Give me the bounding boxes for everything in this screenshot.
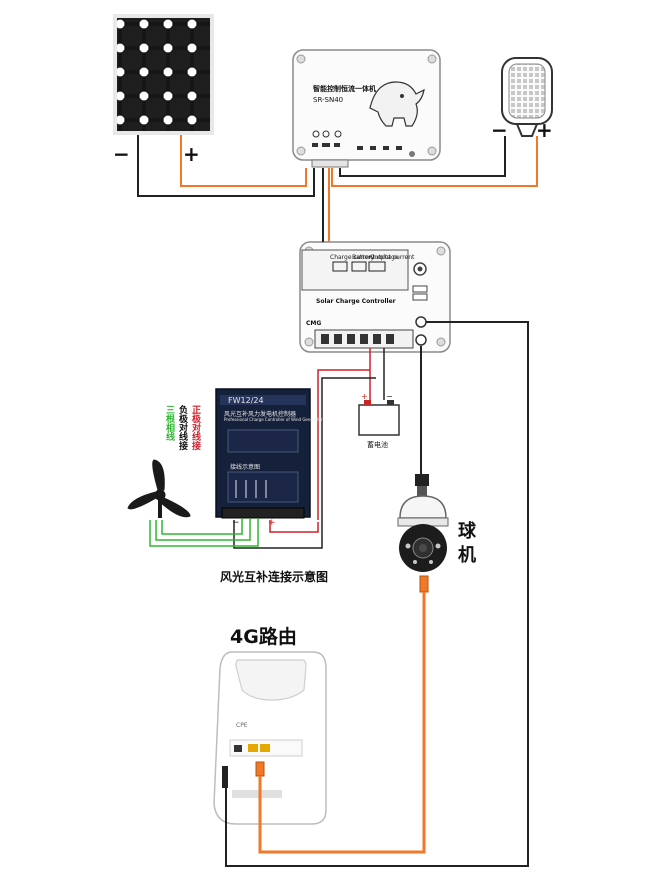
controller-mid-brand: CMG	[306, 320, 322, 327]
wind-english: Professional Charge Controller of Wind G…	[224, 417, 323, 422]
solar-charge-controller	[299, 241, 451, 353]
display-label-battery: Battery voltage	[352, 254, 399, 261]
wind-neg: −	[232, 518, 240, 528]
wind-model: FW12/24	[228, 396, 264, 405]
solar-panel	[113, 14, 214, 148]
lamp-pos-label: +	[536, 118, 553, 142]
wind-subtitle: 风光互补风力发电机控制器	[224, 411, 297, 418]
wire-label-phase: 三根相线	[164, 405, 174, 441]
battery-label: 蓄电池	[367, 441, 388, 449]
display-label-charge: Charge current	[330, 254, 376, 261]
lamp-neg-label: −	[491, 118, 508, 142]
diagram-caption: 风光互补连接示意图	[220, 570, 329, 584]
display-label-output: Output current	[370, 254, 415, 261]
ptz-camera	[397, 474, 449, 593]
wires	[137, 136, 538, 867]
battery-neg: −	[386, 392, 393, 401]
wire-label-negative: 负极对线接	[177, 405, 187, 450]
wind-section: 接线示意图	[230, 464, 261, 471]
router-title: 4G路由	[230, 626, 297, 648]
integrated-controller	[292, 49, 441, 168]
controller-top-model: SR-SN40	[313, 96, 344, 104]
wind-pos: +	[268, 518, 276, 528]
router-brand: CPE	[236, 722, 248, 729]
wire-label-positive: 正极对线接	[190, 405, 200, 450]
led-lamp	[501, 57, 553, 137]
wind-turbine	[127, 459, 191, 518]
battery	[358, 400, 400, 436]
wind-controller	[215, 388, 311, 519]
controller-mid-title: Solar Charge Controller	[316, 298, 396, 305]
battery-pos: +	[361, 392, 368, 401]
solar-pos-label: +	[183, 142, 200, 166]
solar-neg-label: −	[113, 142, 130, 166]
4g-router	[213, 651, 327, 825]
camera-label: 球机	[458, 521, 476, 566]
controller-top-name: 智能控制恒流一体机	[313, 85, 376, 93]
